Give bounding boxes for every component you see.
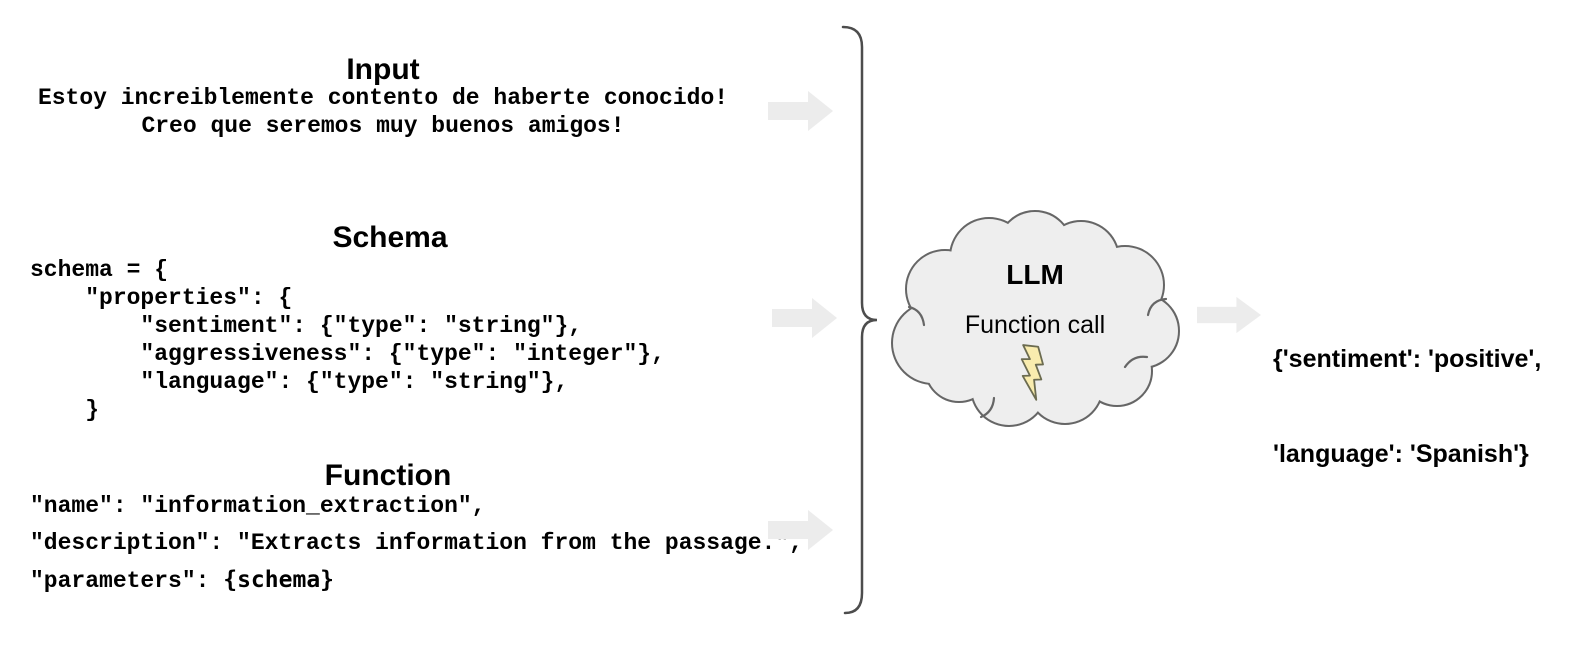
input-line: Estoy increiblemente contento de haberte… [37, 85, 729, 111]
function-call-label: Function call [964, 311, 1106, 339]
code-line: "name": "information_extraction", [30, 493, 486, 519]
code-line: "properties": { [30, 285, 293, 311]
input-arrow-icon [768, 510, 833, 550]
output-result-text: {'sentiment': 'positive', 'language': 'S… [1273, 281, 1541, 533]
input-section-text: Estoy increiblemente contento de haberte… [30, 84, 736, 140]
schema-section-code: schema = { "properties": { "sentiment": … [30, 256, 750, 424]
input-section-title: Input [346, 53, 420, 86]
code-line: "description": "Extracts information fro… [30, 530, 803, 556]
input-line: Creo que seremos muy buenos amigos! [141, 113, 625, 139]
input-arrow-icon [772, 298, 837, 338]
output-arrow-icon [1197, 296, 1262, 334]
schema-variable-ref: {schema} [223, 567, 335, 593]
code-line: "parameters": {schema} [30, 562, 810, 600]
code-fragment: "parameters": [30, 568, 224, 594]
code-line: "sentiment": {"type": "string"}, [30, 313, 583, 339]
output-line: 'language': 'Spanish'} [1273, 439, 1529, 468]
schema-section-title: Schema [332, 221, 448, 254]
llm-cloud [891, 210, 1180, 427]
function-section-title: Function [324, 459, 452, 492]
code-line: "language": {"type": "string"}, [30, 369, 569, 395]
input-arrow-icon [768, 91, 833, 131]
code-line: schema = { [30, 257, 169, 283]
lightning-bolt-icon [1020, 344, 1044, 401]
output-line: {'sentiment': 'positive', [1273, 345, 1542, 373]
function-section-code: "name": "information_extraction", "descr… [30, 488, 810, 600]
code-line: "aggressiveness": {"type": "integer"}, [30, 341, 665, 367]
code-line: } [30, 397, 100, 423]
grouping-brace [841, 25, 878, 615]
llm-label: LLM [1006, 259, 1064, 290]
